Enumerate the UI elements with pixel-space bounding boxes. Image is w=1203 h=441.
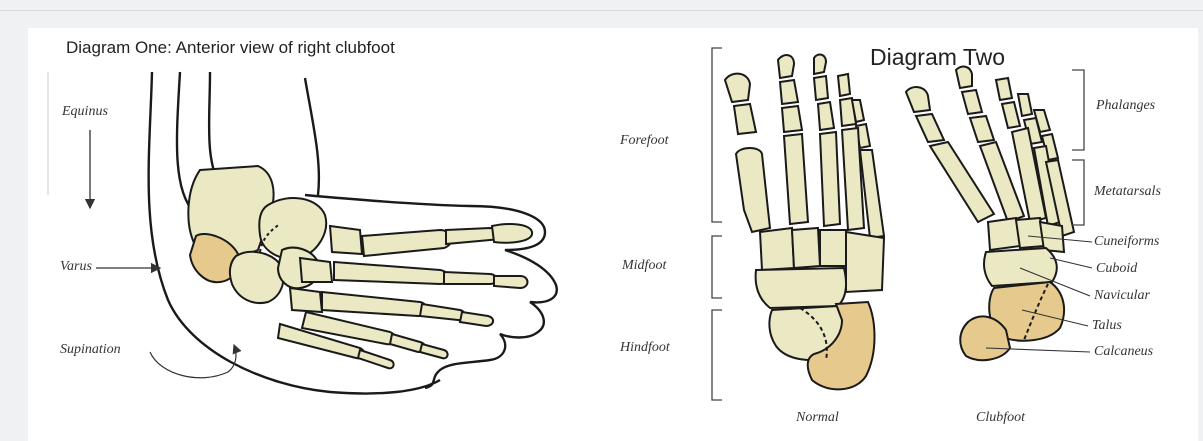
- metatarsals-label: Metatarsals: [1094, 184, 1161, 200]
- talus-label: Talus: [1092, 318, 1122, 334]
- supination-label: Supination: [60, 342, 121, 358]
- midfoot-label: Midfoot: [622, 258, 666, 274]
- equinus-label: Equinus: [62, 104, 108, 120]
- clubfoot-caption: Clubfoot: [976, 410, 1025, 426]
- diagram-two-title: Diagram Two: [870, 44, 1005, 71]
- normal-foot-drawing: [725, 55, 884, 390]
- cuneiforms-label: Cuneiforms: [1094, 234, 1159, 250]
- navicular-label: Navicular: [1094, 288, 1150, 304]
- varus-label: Varus: [60, 259, 92, 275]
- hindfoot-label: Hindfoot: [620, 340, 670, 356]
- forefoot-label: Forefoot: [620, 133, 668, 149]
- supination-arrow: [150, 345, 236, 378]
- normal-caption: Normal: [796, 410, 839, 426]
- diagram-one-title: Diagram One: Anterior view of right club…: [66, 38, 395, 58]
- cuboid-label: Cuboid: [1096, 261, 1137, 277]
- calcaneus-label: Calcaneus: [1094, 344, 1153, 360]
- phalanges-label: Phalanges: [1096, 98, 1155, 114]
